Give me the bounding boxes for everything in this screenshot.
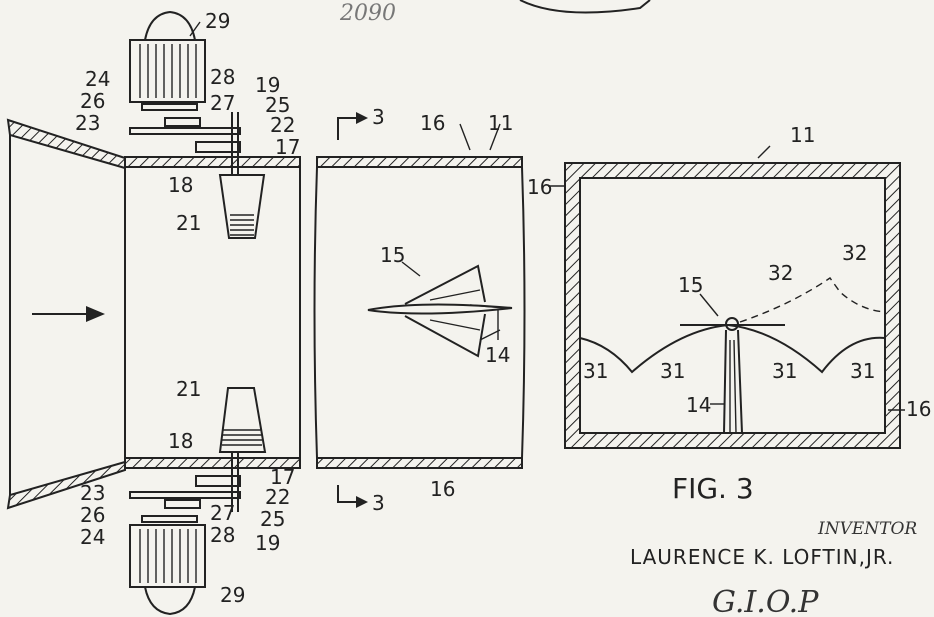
section-arrow-bottom — [337, 485, 368, 508]
fig3-cross-section — [564, 162, 901, 449]
label-22-top: 22 — [270, 113, 295, 137]
label-29-top: 29 — [205, 9, 230, 33]
top-drive-mechanism — [129, 10, 266, 239]
label-31-c: 31 — [772, 359, 797, 383]
label-24-top: 24 — [85, 67, 110, 91]
label-27-top: 27 — [210, 91, 235, 115]
label-3-top: 3 — [372, 105, 385, 129]
label-25-top: 25 — [265, 93, 290, 117]
label-11-fig3: 11 — [790, 123, 815, 147]
label-23-top: 23 — [75, 111, 100, 135]
leader-lines — [189, 21, 905, 411]
label-32-a: 32 — [768, 261, 793, 285]
label-18-top: 18 — [168, 173, 193, 197]
label-16-fig3-left: 16 — [527, 175, 552, 199]
label-19-top: 19 — [255, 73, 280, 97]
bottom-drive-mechanism — [129, 387, 267, 616]
label-22-bottom: 22 — [265, 485, 290, 509]
label-25-bottom: 25 — [260, 507, 285, 531]
label-26-bottom: 26 — [80, 503, 105, 527]
middle-test-section — [313, 156, 526, 469]
label-29-bottom: 29 — [220, 583, 245, 607]
label-32-b: 32 — [842, 241, 867, 265]
label-24-bottom: 24 — [80, 525, 105, 549]
section-arrow-top — [337, 112, 368, 140]
label-17-bottom: 17 — [270, 465, 295, 489]
label-15-fig3: 15 — [678, 273, 703, 297]
inventor-name: LAURENCE K. LOFTIN,JR. — [630, 545, 894, 569]
label-26-top: 26 — [80, 89, 105, 113]
label-11-mid: 11 — [488, 111, 513, 135]
label-15-mid: 15 — [380, 243, 405, 267]
label-16-fig3-right: 16 — [906, 397, 931, 421]
label-21-top: 21 — [176, 211, 201, 235]
label-18-bottom: 18 — [168, 429, 193, 453]
label-14-mid: 14 — [485, 343, 510, 367]
label-14-fig3: 14 — [686, 393, 711, 417]
label-28-top: 28 — [210, 65, 235, 89]
label-16-bottom: 16 — [430, 477, 455, 501]
label-3-bottom: 3 — [372, 491, 385, 515]
label-28-bottom: 28 — [210, 523, 235, 547]
label-31-b: 31 — [660, 359, 685, 383]
top-scrawl: 2090 — [339, 1, 396, 26]
label-16-mid: 16 — [420, 111, 445, 135]
label-31-a: 31 — [583, 359, 608, 383]
aircraft-model — [367, 264, 513, 358]
signature: G.I.O.P — [712, 585, 819, 617]
label-31-d: 31 — [850, 359, 875, 383]
inventor-heading: INVENTOR — [817, 519, 917, 539]
inlet-nozzle — [6, 118, 126, 510]
label-21-bottom: 21 — [176, 377, 201, 401]
figure-caption: FIG. 3 — [672, 472, 754, 505]
label-19-bottom: 19 — [255, 531, 280, 555]
flow-arrow — [32, 306, 105, 322]
test-section-left — [124, 156, 301, 469]
label-23-bottom: 23 — [80, 481, 105, 505]
top-edge-drawing — [519, 0, 651, 14]
label-27-bottom: 27 — [210, 501, 235, 525]
label-17-top: 17 — [275, 135, 300, 159]
